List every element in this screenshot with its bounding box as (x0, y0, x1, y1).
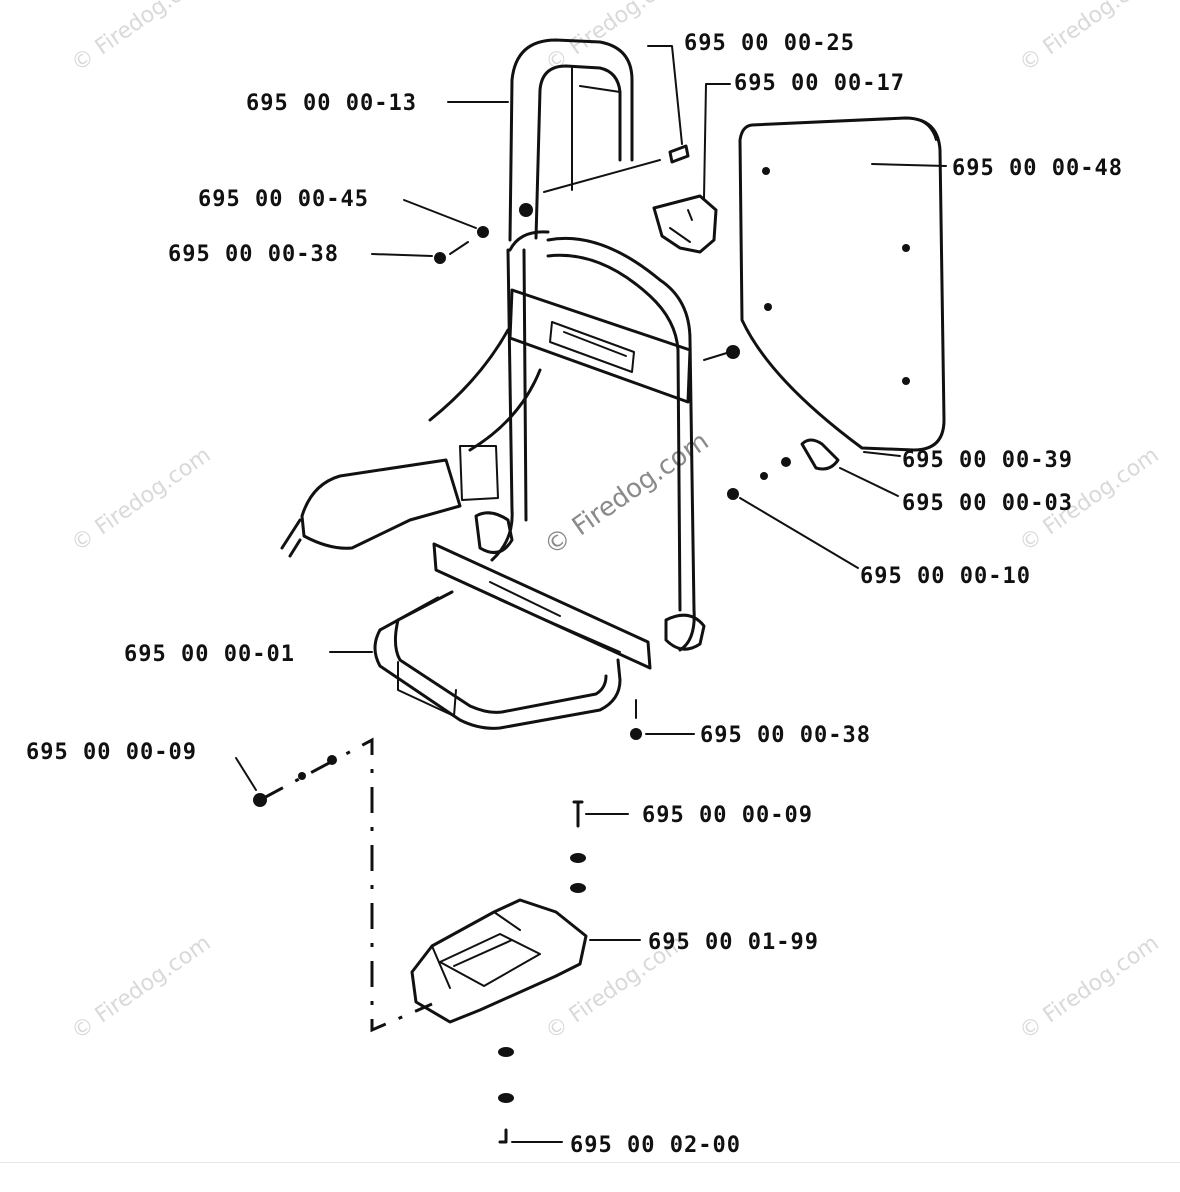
part-label-695-00-00-38-lower: 695 00 00-38 (700, 723, 871, 748)
shoulder-strap (280, 445, 499, 558)
bottom-divider (0, 1162, 1180, 1163)
back-pad (738, 116, 946, 452)
watermark-bottom-left: © Firedog.com (67, 931, 215, 1045)
leader-lines (235, 45, 947, 1143)
lower-frame (373, 511, 706, 730)
part-label-695-00-00-38-upper: 695 00 00-38 (168, 242, 339, 267)
part-label-695-00-01-99: 695 00 01-99 (648, 930, 819, 955)
part-label-695-00-00-13: 695 00 00-13 (246, 91, 417, 116)
part-label-695-00-00-09-center: 695 00 00-09 (642, 803, 813, 828)
watermark-top-left: © Firedog.com (67, 0, 215, 77)
part-label-695-00-00-48: 695 00 00-48 (952, 156, 1123, 181)
handle-loop (508, 38, 634, 242)
part-label-695-00-00-09-left: 695 00 00-09 (26, 740, 197, 765)
watermark-center: © Firedog.com (539, 426, 715, 561)
watermark-top-right: © Firedog.com (1015, 0, 1163, 77)
part-label-695-00-02-00: 695 00 02-00 (570, 1133, 741, 1158)
part-label-695-00-00-01: 695 00 00-01 (124, 642, 295, 667)
lower-assembly (253, 737, 588, 1144)
watermark-mid-left: © Firedog.com (67, 443, 215, 557)
watermark-bottom-right: © Firedog.com (1015, 931, 1163, 1045)
part-label-695-00-00-45: 695 00 00-45 (198, 187, 369, 212)
part-label-695-00-00-25: 695 00 00-25 (684, 31, 855, 56)
small-hardware (434, 144, 840, 740)
main-frame (428, 230, 696, 652)
part-label-695-00-00-03: 695 00 00-03 (902, 491, 1073, 516)
part-label-695-00-00-17: 695 00 00-17 (734, 71, 905, 96)
part-label-695-00-00-39: 695 00 00-39 (902, 448, 1073, 473)
part-labels: 695 00 00-25 695 00 00-17 695 00 00-13 6… (26, 31, 1123, 1158)
part-label-695-00-00-10: 695 00 00-10 (860, 564, 1031, 589)
